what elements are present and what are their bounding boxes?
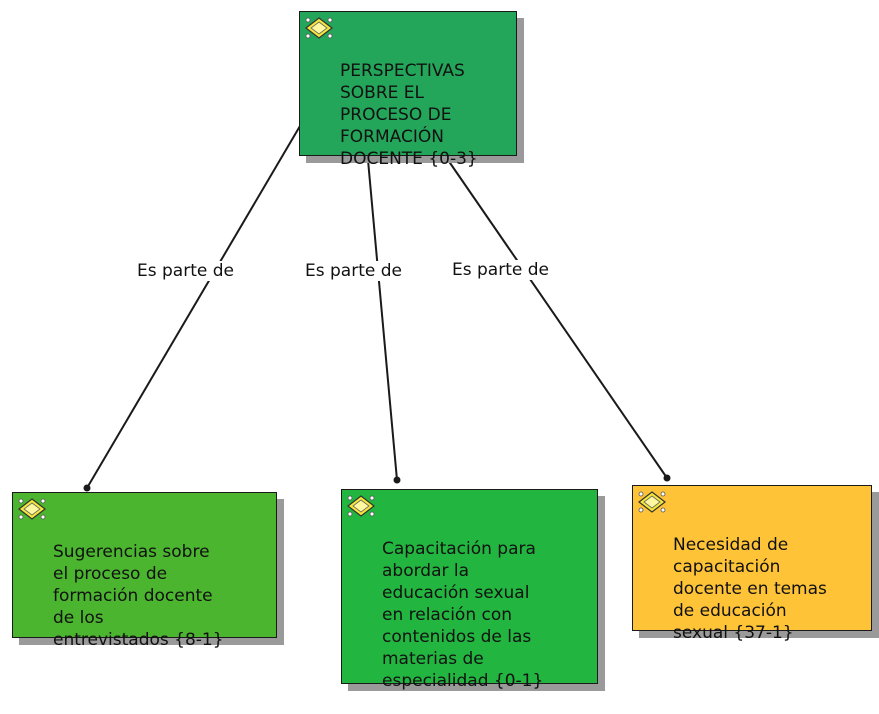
edge-root-to-necesidad: [447, 159, 668, 479]
relation-label-sugerencias: Es parte de: [134, 261, 237, 281]
relation-label-capacitacion: Es parte de: [302, 261, 405, 281]
edge-endpoint-capacitacion: [393, 476, 401, 484]
network-edges: [83, 125, 671, 492]
code-node-sugerencias[interactable]: Sugerencias sobre el proceso de formació…: [12, 492, 277, 650]
relation-label-necesidad: Es parte de: [449, 260, 552, 280]
edge-endpoint-necesidad: [663, 474, 671, 482]
root-code-label: PERSPECTIVAS SOBRE EL PROCESO DE FORMACI…: [340, 61, 478, 169]
edge-root-to-sugerencias: [86, 125, 301, 489]
code-network-icon: [347, 495, 375, 517]
code-node-necesidad[interactable]: Necesidad de capacitación docente en tem…: [632, 485, 872, 643]
code-network-icon: [638, 491, 666, 513]
edge-endpoint-sugerencias: [83, 484, 91, 492]
code-network-icon: [18, 498, 46, 520]
root-code-node[interactable]: PERSPECTIVAS SOBRE EL PROCESO DE FORMACI…: [299, 11, 517, 169]
edge-root-to-capacitacion: [367, 159, 398, 481]
code-label-sugerencias: Sugerencias sobre el proceso de formació…: [53, 542, 224, 650]
code-label-capacitacion: Capacitación para abordar la educación s…: [382, 539, 544, 691]
code-label-necesidad: Necesidad de capacitación docente en tem…: [673, 535, 827, 643]
code-node-capacitacion[interactable]: Capacitación para abordar la educación s…: [341, 489, 598, 691]
code-network-icon: [305, 17, 333, 39]
